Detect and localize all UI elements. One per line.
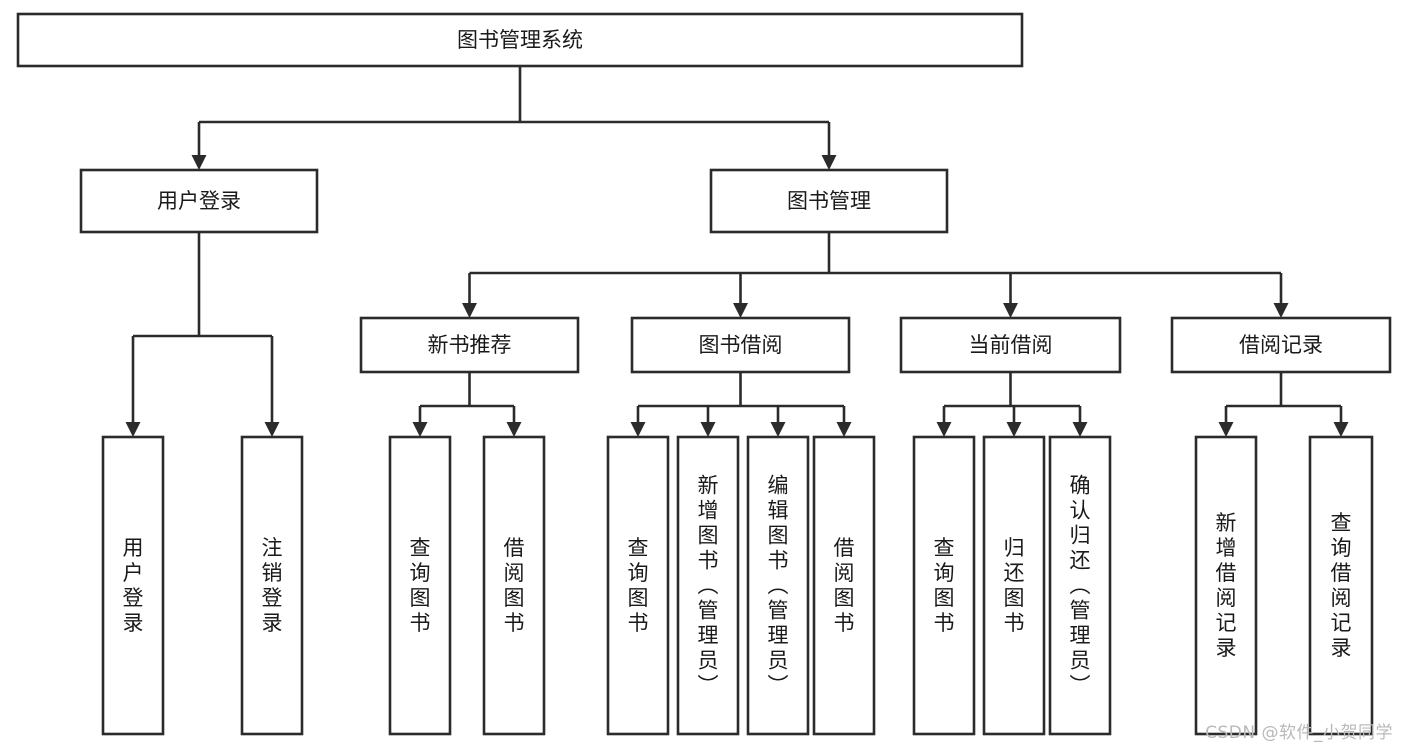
node-leaf-query-book-2[interactable]: 查询图书 <box>606 435 670 736</box>
node-label: 新增借阅记录 <box>1216 511 1237 660</box>
node-new-book-recommend[interactable]: 新书推荐 <box>359 316 580 374</box>
node-leaf-query-record[interactable]: 查询借阅记录 <box>1308 435 1374 736</box>
nodes-layer: 图书管理系统用户登录图书管理新书推荐图书借阅当前借阅借阅记录用户登录注销登录查询… <box>16 12 1392 736</box>
node-user-login[interactable]: 用户登录 <box>79 168 319 234</box>
node-leaf-query-book-3[interactable]: 查询图书 <box>912 435 976 736</box>
watermark-label: CSDN @软件_小贺同学 <box>1205 723 1393 743</box>
connectors-layer <box>125 66 1349 437</box>
node-label: 图书管理系统 <box>457 28 583 52</box>
node-book-manage[interactable]: 图书管理 <box>709 168 949 234</box>
node-label: 查询图书 <box>410 536 431 635</box>
node-current-borrow[interactable]: 当前借阅 <box>899 316 1122 374</box>
node-label: 查询图书 <box>934 536 955 635</box>
node-label: 当前借阅 <box>969 333 1053 357</box>
node-label: 编辑图书︵管理员︶ <box>768 474 789 698</box>
node-label: 借阅图书 <box>504 536 525 635</box>
node-root-图书管理系统[interactable]: 图书管理系统 <box>16 12 1024 68</box>
node-leaf-confirm-return[interactable]: 确认归还︵管理员︶ <box>1048 435 1112 736</box>
node-leaf-add-record[interactable]: 新增借阅记录 <box>1194 435 1258 736</box>
node-label: 查询借阅记录 <box>1331 511 1352 660</box>
node-label: 借阅记录 <box>1239 333 1323 357</box>
node-leaf-add-book[interactable]: 新增图书︵管理员︶ <box>676 435 740 736</box>
node-leaf-edit-book[interactable]: 编辑图书︵管理员︶ <box>746 435 810 736</box>
node-label: 注销登录 <box>262 536 283 635</box>
node-leaf-query-book-1[interactable]: 查询图书 <box>388 435 452 736</box>
node-label: 新书推荐 <box>428 333 512 357</box>
node-label: 用户登录 <box>157 189 241 213</box>
node-leaf-user-login[interactable]: 用户登录 <box>101 435 165 736</box>
node-label: 借阅图书 <box>834 536 855 635</box>
node-label: 归还图书 <box>1004 536 1025 635</box>
node-leaf-borrow-book-2[interactable]: 借阅图书 <box>812 435 876 736</box>
node-label: 图书借阅 <box>699 333 783 357</box>
node-borrow-record[interactable]: 借阅记录 <box>1170 316 1392 374</box>
node-label: 用户登录 <box>123 536 144 635</box>
node-label: 新增图书︵管理员︶ <box>698 474 719 698</box>
node-label: 查询图书 <box>628 536 649 635</box>
node-book-borrow[interactable]: 图书借阅 <box>630 316 851 374</box>
node-leaf-borrow-book-1[interactable]: 借阅图书 <box>482 435 546 736</box>
node-leaf-logout[interactable]: 注销登录 <box>240 435 304 736</box>
node-label: 确认归还︵管理员︶ <box>1070 474 1091 698</box>
node-label: 图书管理 <box>787 189 871 213</box>
node-leaf-return-book[interactable]: 归还图书 <box>982 435 1046 736</box>
